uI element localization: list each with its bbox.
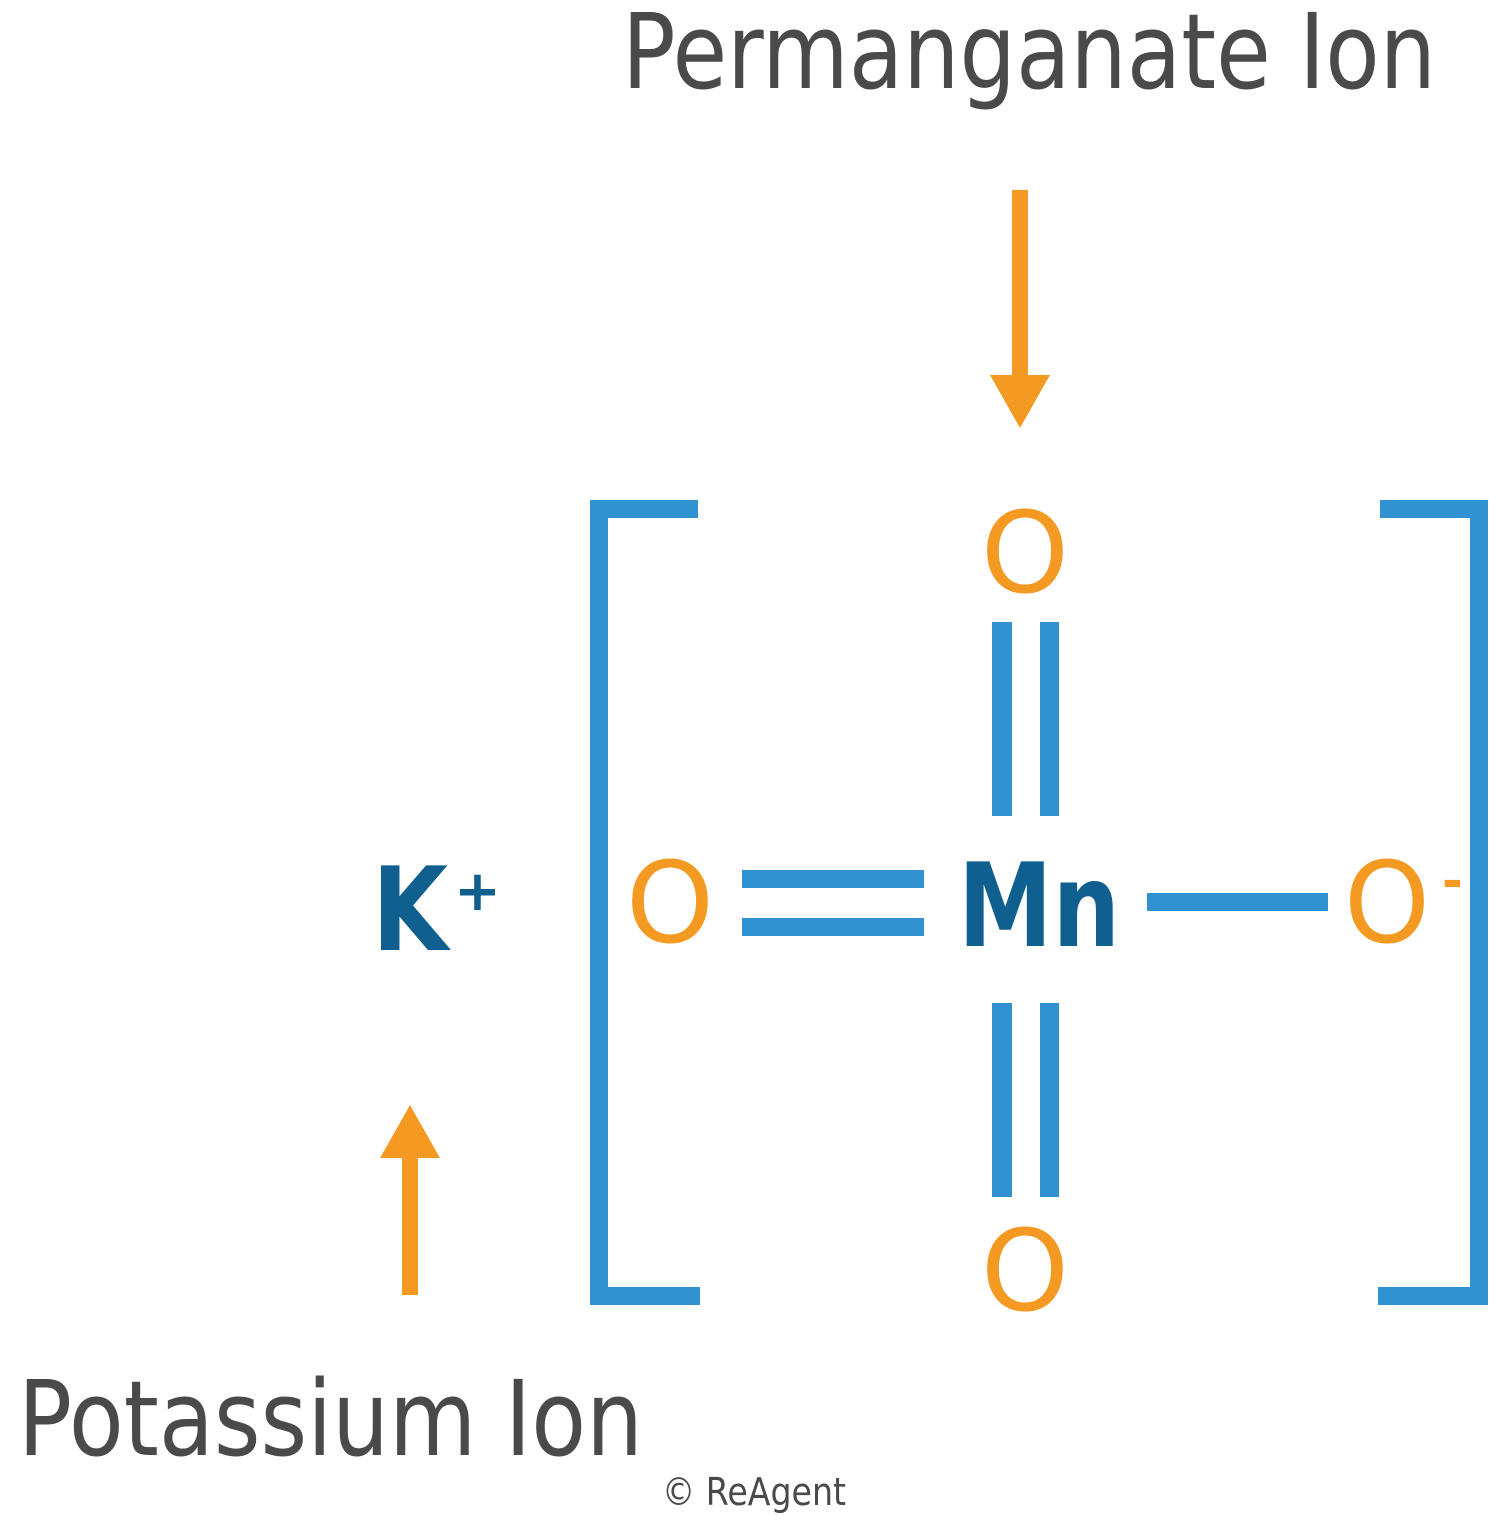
oxygen-right: O [1344,839,1430,969]
arrow-up-icon [380,1105,440,1295]
oxygen-left: O [626,839,714,969]
left-bracket [590,500,700,1305]
oxygen-bottom: O [981,1207,1069,1337]
potassium-charge: + [454,859,501,924]
permanganate-label: Permanganate Ion [622,0,1436,113]
arrow-down-icon [990,190,1050,428]
double-bond-top [992,622,1059,816]
right-bracket [1378,500,1488,1305]
oxygen-negative-charge: - [1442,852,1463,910]
potassium-label: Potassium Ion [18,1358,643,1480]
double-bond-bottom [992,1003,1059,1197]
copyright-text: © ReAgent [662,1470,846,1514]
oxygen-top: O [981,489,1069,619]
potassium-atom: K [372,843,451,978]
double-bond-left [742,870,924,936]
single-bond-right [1147,893,1328,911]
manganese-atom: Mn [958,839,1120,974]
